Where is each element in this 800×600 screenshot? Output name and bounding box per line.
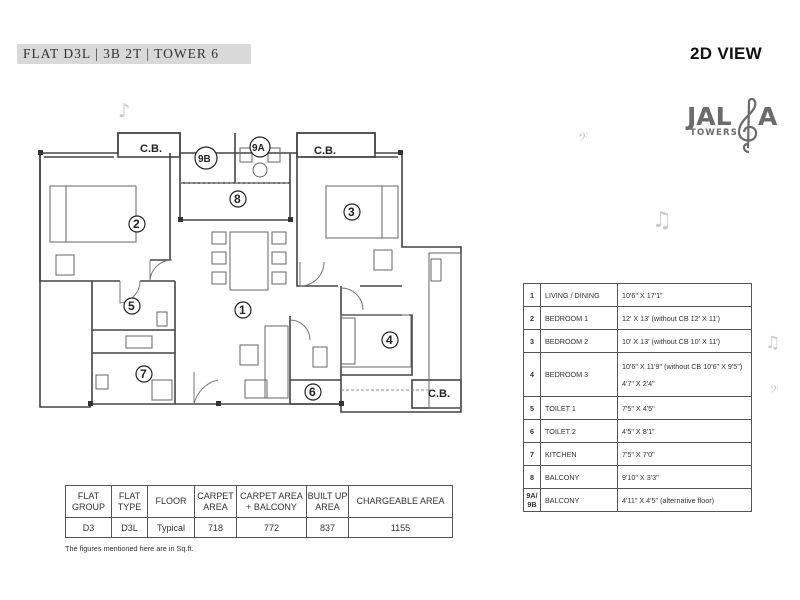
cell-flat-group: D3	[65, 517, 112, 538]
room-no: 4	[523, 352, 541, 397]
room-number-bedroom-1: 2	[133, 217, 140, 231]
header-flat-type: FLAT TYPE	[111, 485, 148, 518]
table-row: 7 KITCHEN 7'5" X 7'0"	[523, 442, 752, 466]
table-row: 9A/ 9B BALCONY 4'11" X 4'5" (alternative…	[523, 488, 752, 512]
table-row: 8 BALCONY 9'10" X 3'3"	[523, 465, 752, 489]
room-number-bedroom-2: 3	[348, 205, 355, 219]
logo-text-left: JAL	[687, 102, 732, 131]
room-number-markers	[123, 136, 399, 401]
cell-chargeable-area: 1155	[348, 517, 453, 538]
room-size: 12' X 13' (without CB 12' X 11')	[617, 306, 752, 330]
room-number-bedroom-3: 4	[386, 333, 393, 347]
room-no: 3	[523, 329, 541, 353]
table-row: 4 BEDROOM 3 10'6" X 11'9" (without CB 10…	[523, 352, 752, 397]
cb-label: C.B.	[314, 145, 336, 157]
header-carpet-balcony: CARPET AREA + BALCONY	[236, 485, 307, 518]
cell-carpet-area: 718	[194, 517, 237, 538]
header-built-up: BUILT UP AREA	[306, 485, 349, 518]
room-no: 9A/ 9B	[523, 488, 541, 512]
floor-plan-doors	[119, 259, 364, 405]
room-name: LIVING / DINING	[540, 283, 618, 307]
music-note-icon: ♪	[118, 100, 131, 122]
bass-clef-icon: 𝄢	[770, 384, 779, 399]
room-size: 10' X 13' (without CB 10' X 11')	[617, 329, 752, 353]
view-title: 2D VIEW	[690, 44, 763, 63]
room-size: 9'10" X 3'3"	[617, 465, 752, 489]
room-number-living: 1	[239, 303, 246, 317]
table-row: 3 BEDROOM 2 10' X 13' (without CB 10' X …	[523, 329, 752, 353]
table-row: D3 D3L Typical 718 772 837 1155	[65, 517, 453, 538]
cell-floor: Typical	[147, 517, 195, 538]
room-size: 7'5" X 4'5"	[617, 396, 752, 420]
room-name: TOILET 1	[540, 396, 618, 420]
floor-plan-wall-blocks	[38, 150, 403, 406]
cb-label: C.B.	[140, 143, 162, 155]
room-no: 5	[523, 396, 541, 420]
table-row: 5 TOILET 1 7'5" X 4'5"	[523, 396, 752, 420]
cell-carpet-balcony: 772	[236, 517, 307, 538]
room-size: 10'6" X 11'9" (without CB 10'6" X 9'5") …	[617, 352, 752, 397]
room-size-main: 10'6" X 11'9" (without CB 10'6" X 9'5")	[622, 361, 743, 371]
room-number-balcony-8: 8	[234, 192, 241, 206]
room-name: BALCONY	[540, 465, 618, 489]
brand-logo: JAL A TOWERS	[687, 98, 779, 158]
room-number-balcony-9a: 9A	[252, 143, 265, 154]
room-no: 2	[523, 306, 541, 330]
room-size: 10'6" X 17'1"	[617, 283, 752, 307]
room-size-secondary: 4'7" X 2'4"	[622, 378, 655, 388]
room-no: 6	[523, 419, 541, 443]
header-chargeable-area: CHARGEABLE AREA	[348, 485, 453, 518]
music-note-icon: ♫	[652, 208, 672, 233]
treble-clef-icon	[737, 98, 758, 154]
music-note-icon: ♫	[765, 333, 781, 353]
cell-built-up: 837	[306, 517, 349, 538]
header-flat-group: FLAT GROUP	[65, 485, 112, 518]
room-size: 4'11" X 4'5" (alternative floor)	[617, 488, 752, 512]
logo-subtext: TOWERS	[690, 128, 739, 138]
room-name: BEDROOM 2	[540, 329, 618, 353]
table-row: 2 BEDROOM 1 12' X 13' (without CB 12' X …	[523, 306, 752, 330]
bass-clef-icon: 𝄢	[578, 130, 588, 148]
room-size: 7'5" X 7'0"	[617, 442, 752, 466]
area-table: FLAT GROUP FLAT TYPE FLOOR CARPET AREA C…	[65, 485, 453, 538]
room-name: BALCONY	[540, 488, 618, 512]
table-row: 1 LIVING / DINING 10'6" X 17'1"	[523, 283, 752, 307]
cell-flat-type: D3L	[111, 517, 148, 538]
cb-label: C.B.	[428, 388, 450, 400]
room-size-table: 1 LIVING / DINING 10'6" X 17'1" 2 BEDROO…	[523, 283, 752, 512]
table-row: 6 TOILET 2 4'5" X 8'1"	[523, 419, 752, 443]
room-no: 1	[523, 283, 541, 307]
table-header-row: FLAT GROUP FLAT TYPE FLOOR CARPET AREA C…	[65, 485, 453, 518]
room-name: KITCHEN	[540, 442, 618, 466]
room-number-toilet-1: 5	[128, 299, 135, 313]
room-no: 8	[523, 465, 541, 489]
footnote: The figures mentioned here are in Sq.ft.	[65, 544, 194, 553]
floor-plan-dashed-lines	[180, 182, 430, 391]
floor-plan-furniture	[49, 147, 462, 409]
floor-plan-walls	[39, 132, 462, 413]
room-name: BEDROOM 3	[540, 352, 618, 397]
room-no: 7	[523, 442, 541, 466]
header-floor: FLOOR	[147, 485, 195, 518]
room-name: TOILET 2	[540, 419, 618, 443]
room-name: BEDROOM 1	[540, 306, 618, 330]
room-size: 4'5" X 8'1"	[617, 419, 752, 443]
logo-text-right: A	[758, 102, 778, 131]
flat-title: FLAT D3L | 3B 2T | TOWER 6	[17, 44, 251, 64]
room-number-kitchen: 7	[140, 367, 147, 381]
room-number-toilet-2: 6	[309, 385, 316, 399]
room-number-balcony-9b: 9B	[198, 154, 211, 165]
header-carpet-area: CARPET AREA	[194, 485, 237, 518]
